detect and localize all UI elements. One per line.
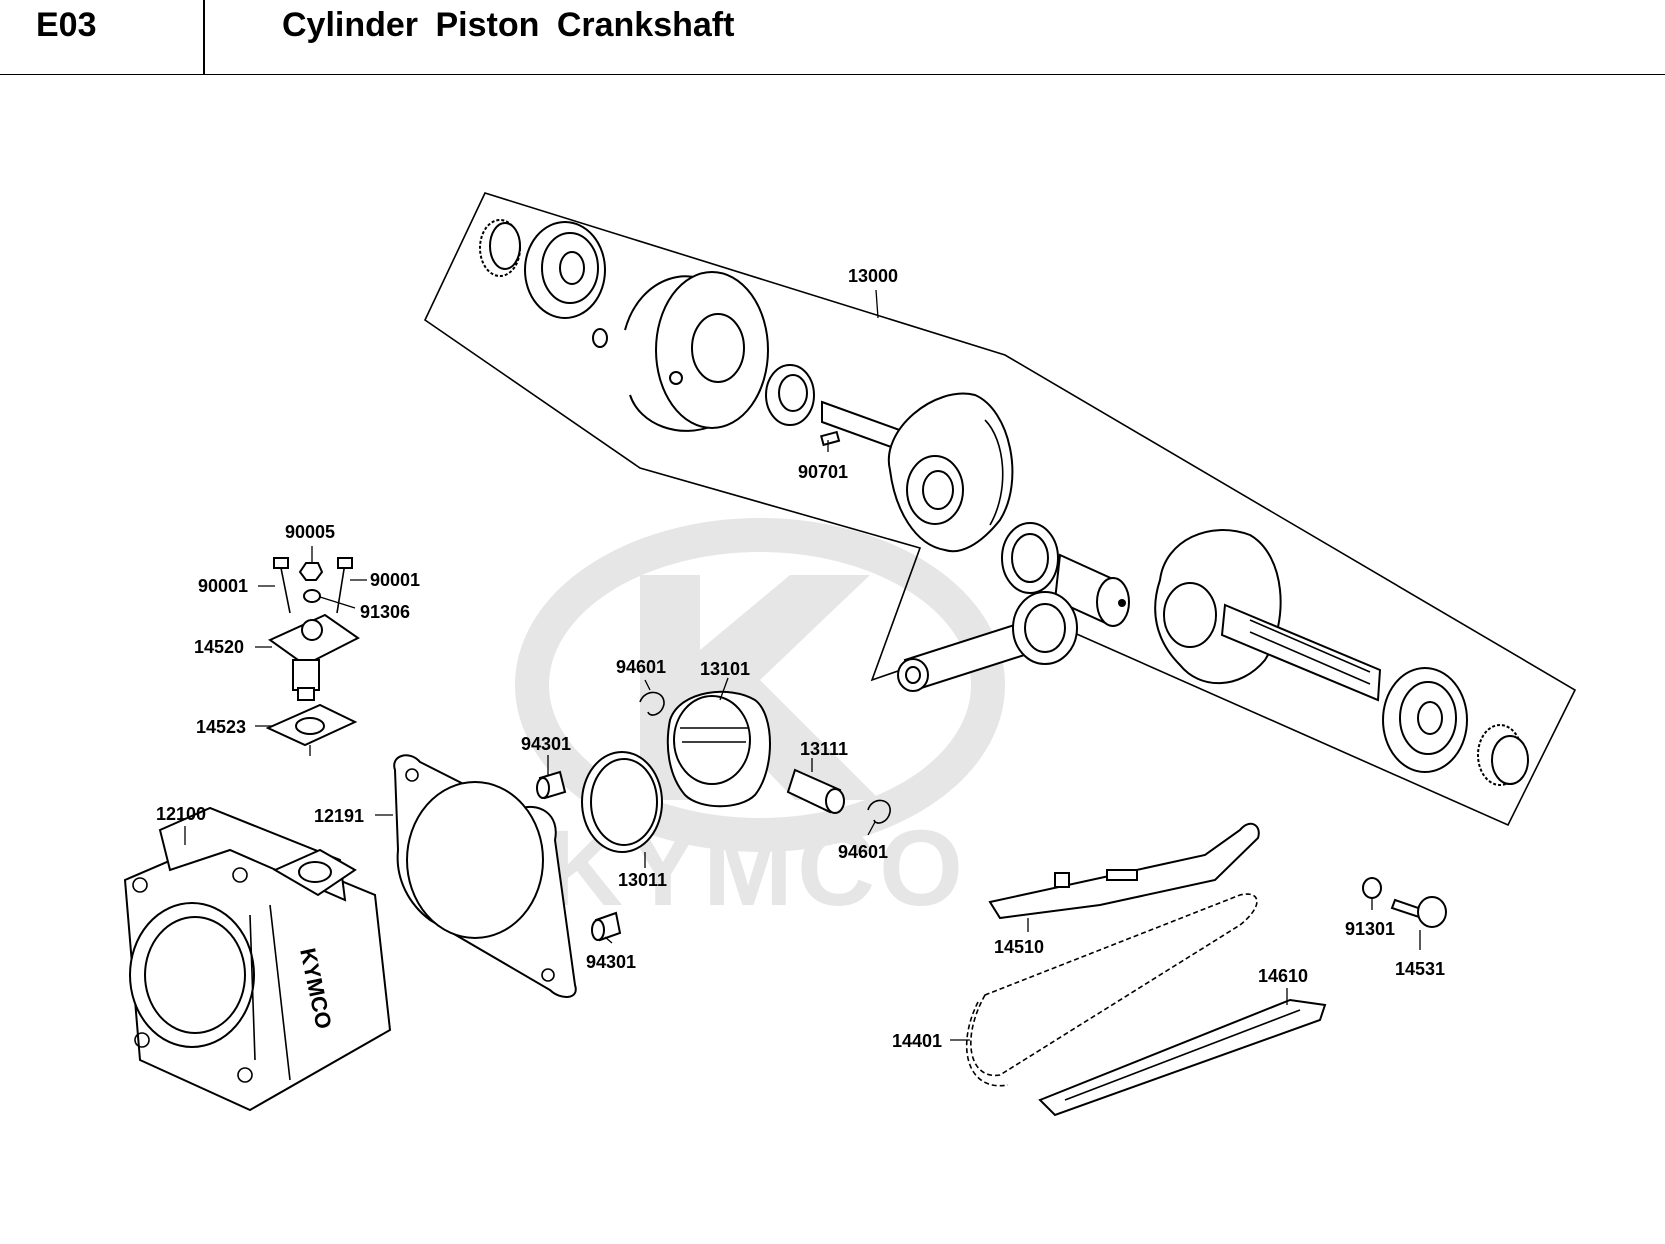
cam-chain-guide (1038, 998, 1327, 1117)
label-91306: 91306 (360, 602, 410, 622)
piston-pin-clip-top (639, 691, 665, 716)
label-14520: 14520 (194, 637, 244, 657)
connecting-rod (897, 591, 1078, 692)
label-12191: 12191 (314, 806, 364, 826)
label-90001-left: 90001 (198, 576, 248, 596)
leader-lines (184, 289, 1421, 1041)
guide-bolt (1390, 896, 1447, 928)
crank-flywheel-disc (624, 271, 769, 432)
label-14401: 14401 (892, 1031, 942, 1051)
cam-chain (965, 893, 1258, 1087)
bearing-left (524, 221, 606, 319)
label-90701: 90701 (798, 462, 848, 482)
crank-pin (1053, 553, 1130, 627)
dowel-pin-top (536, 770, 567, 800)
piston-pin (786, 768, 845, 814)
label-13000: 13000 (848, 266, 898, 286)
label-91301: 91301 (1345, 919, 1395, 939)
piston-pin-clip-bottom (867, 799, 891, 824)
timing-sprocket-right (1477, 724, 1529, 786)
label-90005: 90005 (285, 522, 335, 542)
page-title: Cylinder Piston Crankshaft (282, 6, 735, 44)
label-94601-bottom: 94601 (838, 842, 888, 862)
bearing-right (1382, 667, 1468, 773)
woodruff-washer (592, 328, 608, 348)
cylinder-block: KYMCO (123, 806, 392, 1112)
woodruff-key (820, 430, 841, 447)
crank-web-left (821, 392, 1014, 553)
label-14510: 14510 (994, 937, 1044, 957)
label-14610: 14610 (1258, 966, 1308, 986)
header-divider (203, 0, 205, 74)
crank-web-right (1154, 529, 1382, 702)
oil-seal (765, 364, 815, 426)
piston-ring-set (581, 751, 663, 853)
piston (666, 690, 771, 808)
label-12100: 12100 (156, 804, 206, 824)
cam-chain-tensioner-slipper (988, 822, 1260, 920)
tensioner-gasket (265, 703, 358, 747)
label-94301-bottom: 94301 (586, 952, 636, 972)
label-14523: 14523 (196, 717, 246, 737)
label-94601-top: 94601 (616, 657, 666, 677)
label-94301-top: 94301 (521, 734, 571, 754)
cylinder-gasket (393, 754, 577, 998)
guide-washer (1362, 877, 1382, 899)
timing-sprocket-left (479, 219, 521, 277)
label-13011: 13011 (618, 870, 667, 890)
label-14531: 14531 (1395, 959, 1445, 979)
section-code: E03 (36, 6, 97, 44)
header-bar: E03 Cylinder Piston Crankshaft (0, 0, 1665, 75)
label-13111: 13111 (800, 739, 848, 759)
dowel-pin-bottom (591, 911, 622, 942)
crank-pin-bearing (1001, 522, 1059, 594)
label-90001-right: 90001 (370, 570, 420, 590)
cam-chain-tensioner (268, 557, 360, 701)
label-13101: 13101 (700, 659, 750, 679)
